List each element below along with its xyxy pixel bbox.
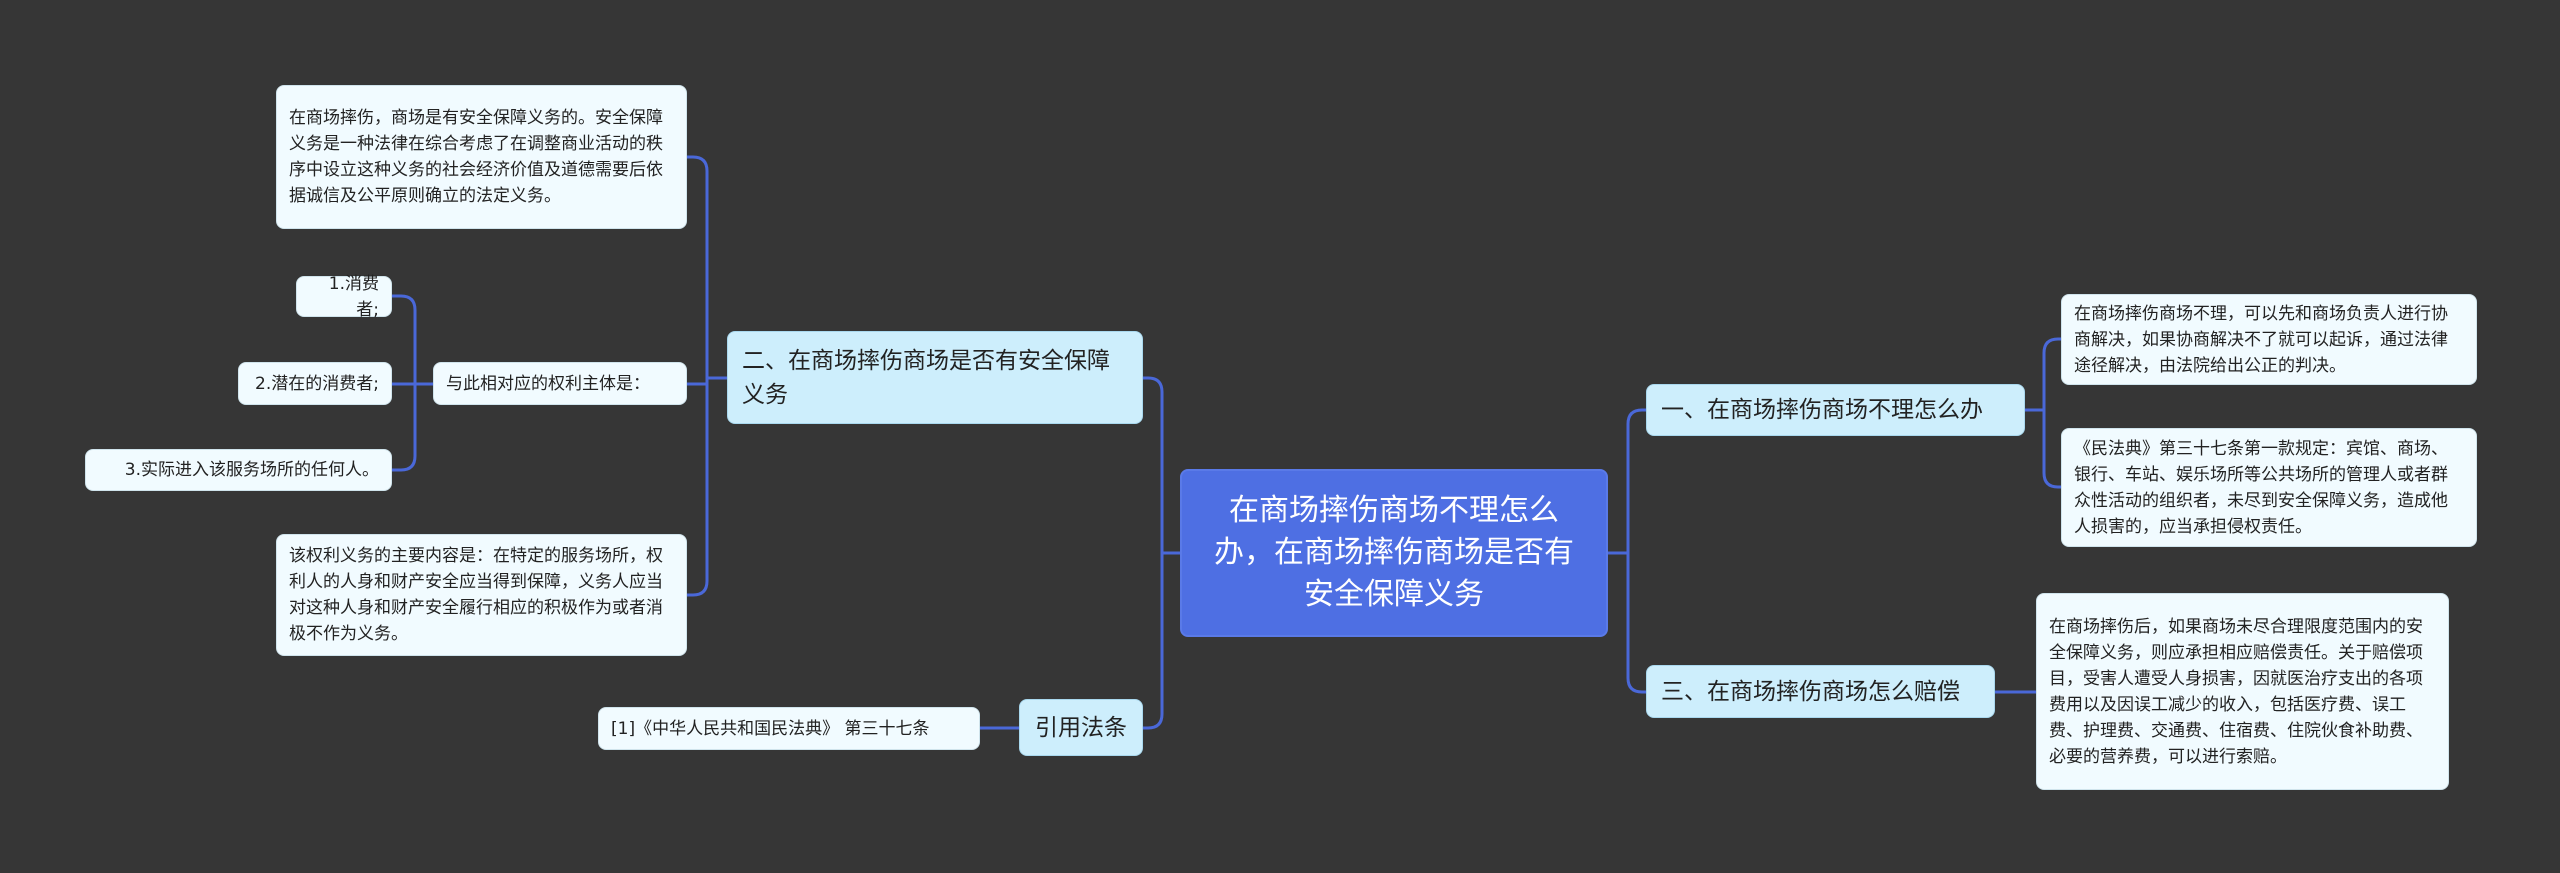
leaf-text: 在商场摔伤商场不理，可以先和商场负责人进行协商解决，如果协商解决不了就可以起诉，… — [2074, 303, 2448, 376]
branch-node-citation[interactable]: 引用法条 — [1019, 699, 1143, 756]
leaf-civil-code[interactable]: 《民法典》第三十七条第一款规定：宾馆、商场、银行、车站、娱乐场所等公共场所的管理… — [2061, 428, 2477, 547]
leaf-citation-item[interactable]: [1]《中华人民共和国民法典》 第三十七条 — [598, 707, 980, 750]
branch-node-compensation[interactable]: 三、在商场摔伤商场怎么赔偿 — [1646, 665, 1995, 718]
branch-node-safety-obligation[interactable]: 二、在商场摔伤商场是否有安全保障义务 — [727, 331, 1143, 424]
leaf-subject-2[interactable]: 2.潜在的消费者; — [238, 362, 392, 405]
leaf-compensation[interactable]: 在商场摔伤后，如果商场未尽合理限度范围内的安全保障义务，则应承担相应赔偿责任。关… — [2036, 593, 2449, 790]
link-branch2-content — [687, 378, 709, 597]
leaf-text: [1]《中华人民共和国民法典》 第三十七条 — [611, 718, 930, 739]
leaf-text: 与此相对应的权利主体是： — [446, 373, 650, 394]
link-branch2-definition — [687, 155, 727, 380]
branch-label: 一、在商场摔伤商场不理怎么办 — [1661, 397, 1983, 423]
link-branch2-subject — [687, 378, 709, 386]
leaf-definition[interactable]: 在商场摔伤，商场是有安全保障义务的。安全保障义务是一种法律在综合考虑了在调整商业… — [276, 85, 687, 229]
leaf-subject-label[interactable]: 与此相对应的权利主体是： — [433, 362, 687, 405]
leaf-text: 1.消费者; — [328, 273, 379, 320]
branch-label: 引用法条 — [1035, 714, 1127, 741]
link-branch1-b — [2042, 410, 2061, 489]
leaf-text: 该权利义务的主要内容是：在特定的服务场所，权利人的人身和财产安全应当得到保障，义… — [289, 546, 663, 644]
branch-label: 三、在商场摔伤商场怎么赔偿 — [1661, 678, 1960, 705]
leaf-text: 3.实际进入该服务场所的任何人。 — [124, 460, 379, 480]
leaf-subject-1[interactable]: 1.消费者; — [296, 274, 392, 320]
link-subject-3 — [392, 384, 417, 472]
leaf-text: 《民法典》第三十七条第一款规定：宾馆、商场、银行、车站、娱乐场所等公共场所的管理… — [2074, 438, 2448, 537]
leaf-negotiate[interactable]: 在商场摔伤商场不理，可以先和商场负责人进行协商解决，如果协商解决不了就可以起诉，… — [2061, 294, 2477, 385]
link-subject-1 — [392, 294, 433, 386]
link-root-citation — [1143, 553, 1164, 730]
link-root-branch3 — [1626, 553, 1646, 694]
leaf-text: 在商场摔伤后，如果商场未尽合理限度范围内的安全保障义务，则应承担相应赔偿责任。关… — [2049, 616, 2423, 767]
link-root-branch2 — [1143, 376, 1180, 555]
link-branch1-a — [2025, 337, 2061, 412]
leaf-subject-3[interactable]: 3.实际进入该服务场所的任何人。 — [85, 449, 392, 491]
branch-label: 二、在商场摔伤商场是否有安全保障义务 — [742, 347, 1110, 408]
leaf-text: 2.潜在的消费者; — [255, 373, 379, 394]
branch-node-what-to-do[interactable]: 一、在商场摔伤商场不理怎么办 — [1646, 384, 2025, 436]
leaf-content[interactable]: 该权利义务的主要内容是：在特定的服务场所，权利人的人身和财产安全应当得到保障，义… — [276, 534, 687, 656]
root-label: 在商场摔伤商场不理怎么办，在商场摔伤商场是否有安全保障义务 — [1214, 493, 1574, 612]
root-node[interactable]: 在商场摔伤商场不理怎么办，在商场摔伤商场是否有安全保障义务 — [1180, 469, 1608, 637]
link-root-branch1 — [1608, 408, 1646, 555]
leaf-text: 在商场摔伤，商场是有安全保障义务的。安全保障义务是一种法律在综合考虑了在调整商业… — [289, 108, 663, 206]
